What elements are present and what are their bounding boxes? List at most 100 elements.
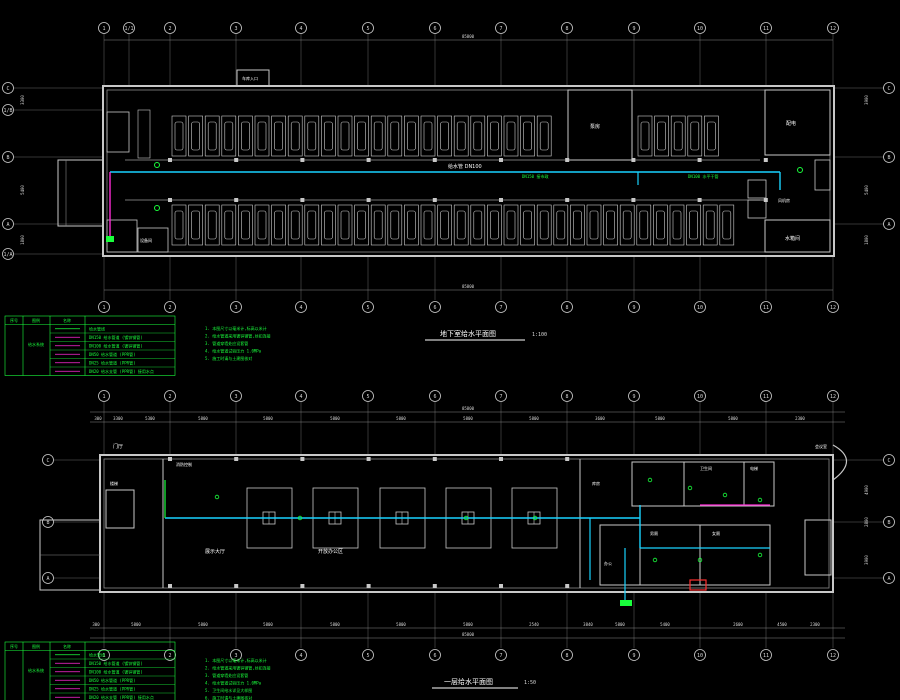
parking-stall xyxy=(254,115,270,157)
first-floor-fixtures xyxy=(214,477,763,563)
first-floor-top-axis-9-circle xyxy=(694,390,706,402)
first-floor-bottom-axis-10-label: 11 xyxy=(763,653,769,659)
parking-stall xyxy=(387,204,403,246)
parking-stall xyxy=(204,115,220,157)
first-floor-top-dim-6: 5800 xyxy=(396,416,406,421)
basement-column xyxy=(234,198,239,202)
basement-top-axis-10-circle xyxy=(694,22,706,34)
parking-stall xyxy=(171,204,187,246)
basement-top-axis-5-label: 5 xyxy=(366,26,369,32)
first-floor-bottom-dim-12: 4500 xyxy=(777,622,787,627)
basement-bottom-axis-0-circle xyxy=(98,301,110,313)
basement-bottom-axis-5-label: 6 xyxy=(433,305,436,311)
basement-bottom-axis-0-label: 1 xyxy=(102,305,105,311)
basement-top-axis-11-label: 11 xyxy=(763,26,769,32)
basement-bottom-axis-3-circle xyxy=(295,301,307,313)
basement-top-axis-0-circle xyxy=(98,22,110,34)
basement-top-axis-7-circle xyxy=(495,22,507,34)
basement-right-dim-2: 1800 xyxy=(864,235,869,245)
first-floor-right-axis-0-label: C xyxy=(887,458,890,464)
parking-stall xyxy=(453,204,469,246)
legend-top-frame xyxy=(4,315,176,376)
basement-top-axis-0-label: 1 xyxy=(102,26,105,32)
first-floor-column xyxy=(300,457,305,461)
parking-car xyxy=(672,210,682,240)
basement-top-axis-9-circle xyxy=(628,22,640,34)
first-floor-bottom-axis-8-label: 9 xyxy=(632,653,635,659)
first-floor-bottom-axis-5-label: 6 xyxy=(433,653,436,659)
basement-column xyxy=(300,198,305,202)
legend-bottom-frame xyxy=(4,641,176,700)
legend-top-hdr-2: 名称 xyxy=(63,317,71,323)
legend-bottom-row-4: DN25 给水管道 (PPR管) xyxy=(89,686,136,692)
parking-car xyxy=(224,121,234,151)
basement-left-axis-4-label: 1/A xyxy=(3,252,12,258)
basement-bottom-axis-9-circle xyxy=(694,301,706,313)
parking-car xyxy=(456,121,466,151)
parking-stall xyxy=(437,204,452,246)
legend-table-bottom: 序号图例名称给水系统给水管线DN150 给水管道 (镀锌钢管)DN100 给水管… xyxy=(4,641,176,700)
parking-car xyxy=(456,210,466,240)
first-floor-overall-dim-top: 85800 xyxy=(462,406,475,411)
first-floor-room-label-2: 卫生间 xyxy=(700,465,712,471)
parking-car xyxy=(639,210,649,240)
basement-left-axis-0-label: C xyxy=(6,86,9,92)
first-floor-room-label-9: 消防控制 xyxy=(176,461,192,467)
basement-room-right-1 xyxy=(567,89,633,161)
basement-column xyxy=(565,158,570,162)
basement-column xyxy=(366,198,371,202)
first-floor-top-axis-2-circle xyxy=(230,390,242,402)
basement-column xyxy=(763,198,768,202)
first-floor-bottom-axis-9-label: 10 xyxy=(697,653,703,659)
basement-bottom-axis-6-circle xyxy=(495,301,507,313)
notes-top-note-3: 4. 给水管道试验压力 1.0MPa xyxy=(205,348,262,354)
water-fixture xyxy=(463,515,469,521)
basement-left-axis-1-label: 1/B xyxy=(3,108,12,114)
basement-left-dim-1: 5400 xyxy=(20,185,25,195)
parking-stall xyxy=(704,115,719,157)
legend-top-row-0: 给水管线 xyxy=(89,326,105,332)
first-floor-bottom-axis-4-label: 5 xyxy=(366,653,369,659)
parking-car xyxy=(290,121,300,151)
basement-valve-3 xyxy=(797,167,803,173)
first-floor-column xyxy=(234,584,239,588)
first-floor-top-dim-2: 5300 xyxy=(145,416,155,421)
basement-top-axis-1-circle xyxy=(123,22,135,34)
legend-bottom-hdr-1: 图例 xyxy=(32,643,40,649)
first-floor-top-dim-9: 3600 xyxy=(595,416,605,421)
first-floor-bottom-axis-8-circle xyxy=(628,649,640,661)
first-floor-left-axis-0-circle xyxy=(42,454,54,466)
first-floor-bottom-axis-6-circle xyxy=(495,649,507,661)
water-fixture xyxy=(722,492,728,498)
first-floor-bottom-dim-11: 2600 xyxy=(733,622,743,627)
parking-car xyxy=(673,121,683,151)
basement-column xyxy=(366,158,371,162)
parking-stall xyxy=(337,115,353,157)
basement-overall-dim-top: 85800 xyxy=(462,34,475,39)
parking-stall xyxy=(686,204,701,246)
basement-top-axis-12-label: 12 xyxy=(830,26,836,32)
first-floor-core-room-3 xyxy=(743,461,775,507)
first-floor-room-label-10: 会议室 xyxy=(815,443,827,449)
basement-right-dim-1: 5400 xyxy=(864,185,869,195)
legend-bottom-row-3: DN50 给水管道 (PPR管) xyxy=(89,677,136,683)
legend-top-hdr-0: 序号 xyxy=(10,317,18,323)
basement-plan-title: 地下室给水平面图 xyxy=(440,329,496,338)
first-floor-column xyxy=(366,584,371,588)
parking-stall xyxy=(653,204,668,246)
legend-bottom-group: 给水系统 xyxy=(28,667,44,673)
first-floor-top-axis-9-label: 10 xyxy=(697,394,703,400)
parking-stall xyxy=(321,204,336,246)
parking-car xyxy=(207,121,217,151)
basement-top-protrusion xyxy=(236,69,270,87)
first-floor-right-axis-1-label: B xyxy=(887,520,890,526)
parking-stall xyxy=(304,115,320,157)
first-floor-top-dim-0: 300 xyxy=(94,416,102,421)
basement-meter xyxy=(106,236,114,242)
basement-top-axis-1-label: 1/1 xyxy=(124,26,133,32)
parking-car xyxy=(407,210,416,240)
parking-stall xyxy=(420,204,436,246)
parking-car xyxy=(274,210,283,240)
